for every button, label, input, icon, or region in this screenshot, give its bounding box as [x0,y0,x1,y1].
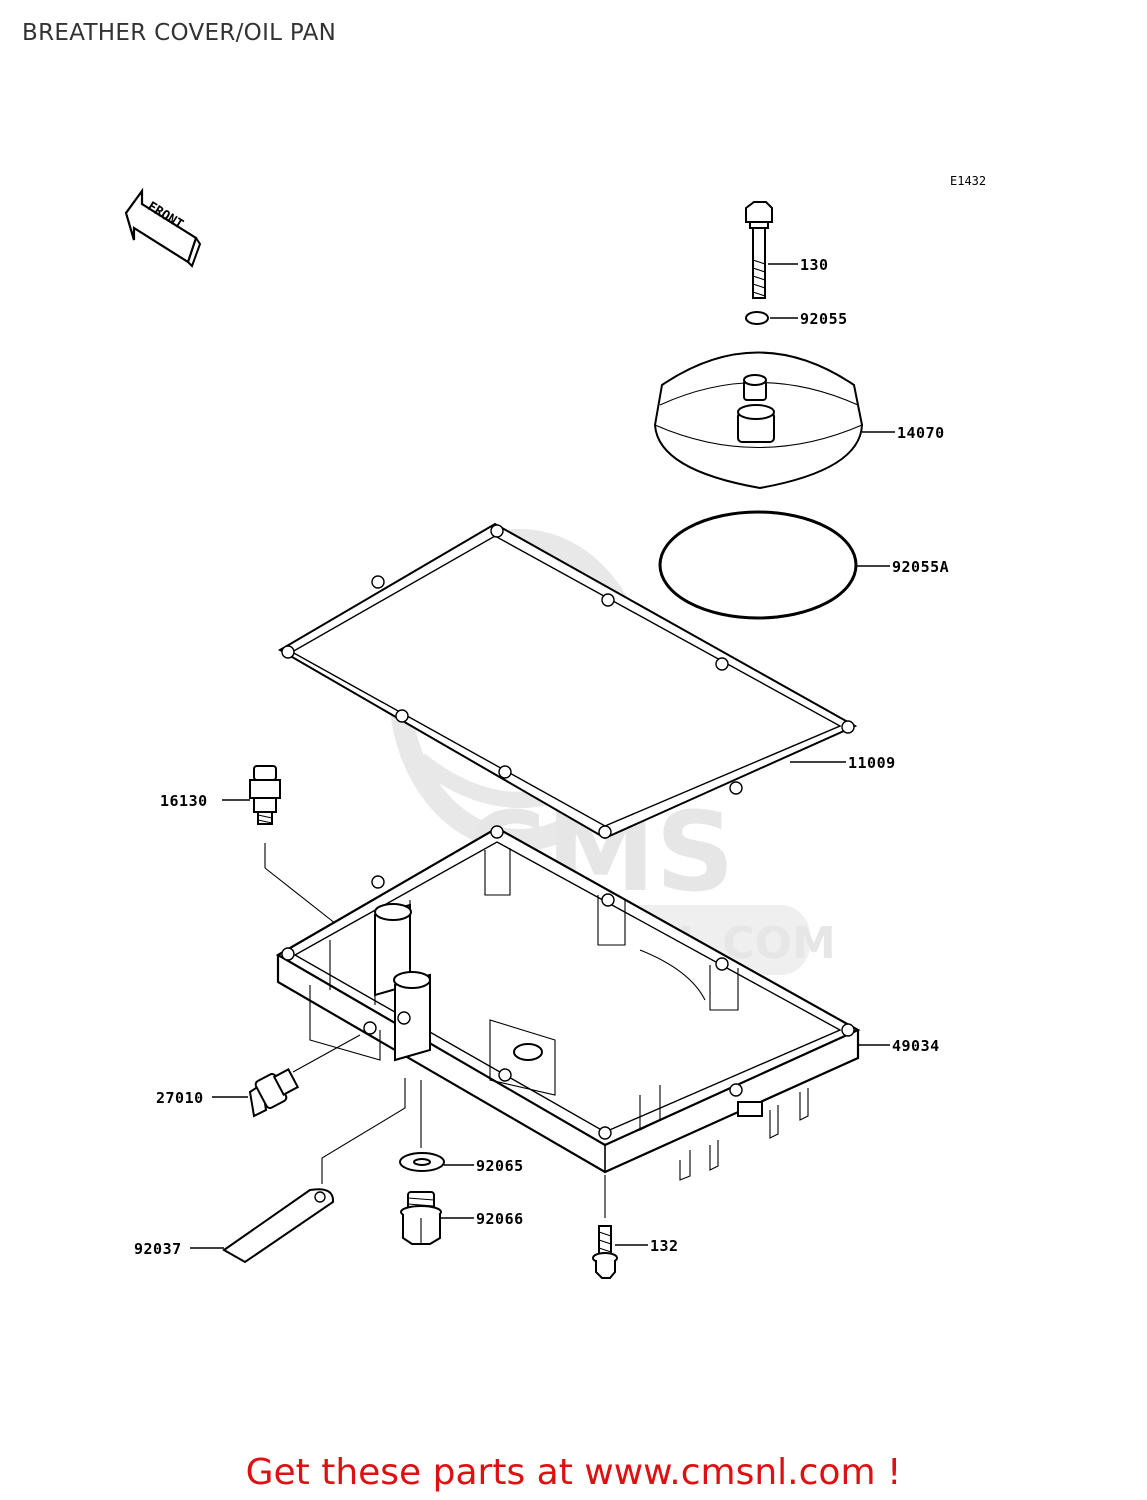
breather-cover-14070: 14070 [653,351,945,490]
label-14070: 14070 [897,424,945,442]
clamp-92037: 92037 [134,1078,406,1264]
label-130: 130 [800,256,829,274]
parts-diagram: CMS WWW.CMSNL.COM E1432 FRONT 130 92055 … [124,174,986,1279]
label-92055: 92055 [800,310,848,328]
bolt-130: 130 [745,201,829,299]
footer-link[interactable]: Get these parts at www.cmsnl.com ! [245,1452,902,1493]
switch-27010: 27010 [156,1034,361,1118]
oil-pan-49034: 49034 [275,825,940,1181]
label-49034: 49034 [892,1037,940,1055]
bolt-132: 132 [592,1175,679,1279]
label-11009: 11009 [848,754,896,772]
drain-plug-92066: 92066 [400,1191,524,1245]
front-arrow-icon: FRONT [124,187,202,268]
label-16130: 16130 [160,792,208,810]
label-92066: 92066 [476,1210,524,1228]
label-92055A: 92055A [892,558,949,576]
oring-92055: 92055 [745,310,848,328]
oring-92055A: 92055A [658,510,949,620]
label-92037: 92037 [134,1240,182,1258]
fitting-16130: 16130 [160,765,351,936]
label-27010: 27010 [156,1089,204,1107]
label-92065: 92065 [476,1157,524,1175]
label-132: 132 [650,1237,679,1255]
gasket-11009: 11009 [278,522,896,840]
washer-92065: 92065 [399,1080,524,1175]
drawing-code: E1432 [950,174,986,188]
page-title: BREATHER COVER/OIL PAN [22,20,337,46]
